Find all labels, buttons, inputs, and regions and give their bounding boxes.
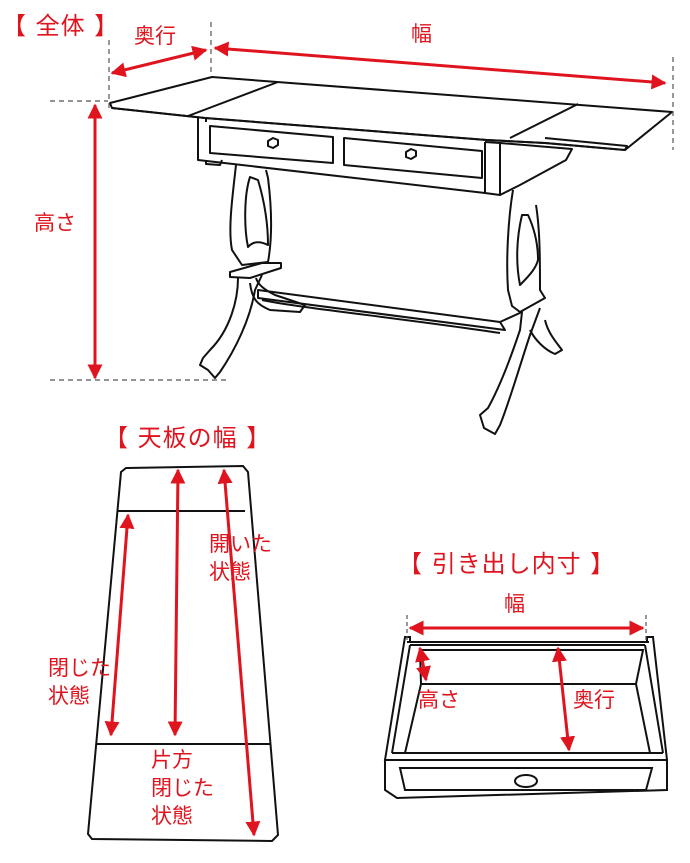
tabletop-dimension-arrows xyxy=(104,468,261,837)
overall-depth-label: 奥行 xyxy=(134,24,176,48)
closed-arrow xyxy=(104,513,135,737)
drawer-section-title: 【 引き出し内寸 】 xyxy=(398,550,616,578)
table-illustration xyxy=(109,76,673,435)
depth-arrow xyxy=(110,45,208,78)
one-side-closed-line2: 閉じた xyxy=(151,776,214,800)
closed-state-line2: 状態 xyxy=(48,684,90,708)
overall-dimension-arrows xyxy=(87,41,667,380)
drawer-dimension-arrows xyxy=(408,620,645,752)
open-state-line2: 状態 xyxy=(209,560,251,584)
open-state-label: 開いた 状態 xyxy=(209,530,272,586)
one-side-closed-label: 片方 閉じた 状態 xyxy=(151,746,214,830)
drawer-depth-arrow xyxy=(551,646,576,752)
open-arrow xyxy=(217,468,261,837)
one-side-closed-line3: 状態 xyxy=(151,804,193,828)
overall-height-label: 高さ xyxy=(34,211,76,235)
width-arrow xyxy=(213,41,667,90)
drawer-height-arrow xyxy=(415,646,431,682)
open-state-line1: 開いた xyxy=(209,532,272,556)
overall-guide-lines xyxy=(50,22,674,381)
tabletop-section-title: 【 天板の幅 】 xyxy=(104,424,272,452)
closed-state-line1: 閉じた xyxy=(48,656,111,680)
overall-section-title: 【 全体 】 xyxy=(2,12,120,40)
one-side-closed-line1: 片方 xyxy=(151,748,193,772)
one-side-closed-arrow xyxy=(167,468,186,737)
drawer-width-label: 幅 xyxy=(504,592,525,616)
drawer-depth-label: 奥行 xyxy=(573,688,615,712)
drawer-outline xyxy=(383,636,669,800)
overall-width-label: 幅 xyxy=(411,22,432,46)
drawer-height-label: 高さ xyxy=(418,688,460,712)
closed-state-label: 閉じた 状態 xyxy=(48,654,111,710)
